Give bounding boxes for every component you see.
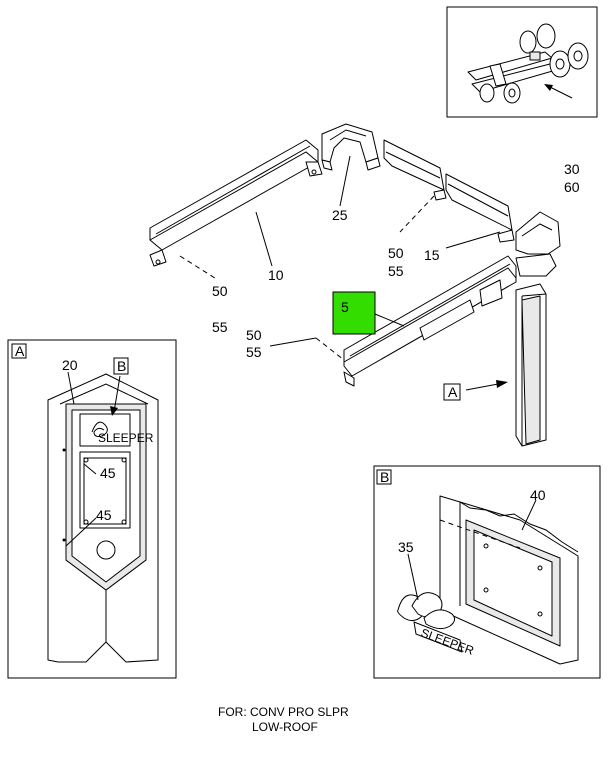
- callout-45-lower[interactable]: 45: [96, 507, 112, 523]
- callout-5[interactable]: 5: [341, 299, 349, 315]
- leader-50-55-left: [179, 255, 219, 281]
- callout-30[interactable]: 30: [564, 161, 580, 177]
- callout-25[interactable]: 25: [332, 207, 348, 223]
- callout-40[interactable]: 40: [530, 487, 546, 503]
- leader-25: [339, 155, 351, 207]
- view-b-ref[interactable]: B: [117, 358, 126, 374]
- callout-35[interactable]: 35: [398, 539, 414, 555]
- detail-view-b: SLEEPER: [373, 465, 601, 679]
- leader-50-55-front: [269, 337, 317, 347]
- callout-55-front[interactable]: 55: [246, 344, 262, 360]
- main-trim-assembly: [149, 123, 561, 447]
- callout-50-left[interactable]: 50: [212, 283, 228, 299]
- leader-view-a: [465, 383, 499, 391]
- callout-50-front[interactable]: 50: [246, 327, 262, 343]
- callout-20[interactable]: 20: [62, 357, 78, 373]
- view-b-ref-box: [113, 357, 129, 375]
- leader-5: [374, 313, 405, 327]
- leader-10: [255, 211, 273, 267]
- highlight-callout-5[interactable]: [332, 291, 376, 335]
- view-b-tag-box: [376, 469, 392, 485]
- caption-line-2: LOW-ROOF: [252, 720, 318, 734]
- callout-55-mid[interactable]: 55: [388, 263, 404, 279]
- view-b-tag: B: [380, 469, 389, 485]
- detail-view-a: SLEEPER: [7, 339, 177, 679]
- callout-10[interactable]: 10: [268, 267, 284, 283]
- callout-15[interactable]: 15: [424, 247, 440, 263]
- leader-50-55-mid: [399, 195, 435, 233]
- view-a-tag-box: [11, 343, 27, 359]
- view-a-ref-box: [443, 383, 461, 401]
- callout-50-mid[interactable]: 50: [388, 245, 404, 261]
- leader-15: [445, 231, 501, 249]
- view-a-ref[interactable]: A: [448, 384, 458, 400]
- view-a-tag: A: [15, 343, 25, 359]
- callout-60[interactable]: 60: [564, 179, 580, 195]
- logo-plate-lettering: SLEEPER: [98, 431, 154, 445]
- caption-line-1: FOR: CONV PRO SLPR: [218, 705, 349, 719]
- truck-locator-inset: [446, 6, 598, 118]
- leader-50-55-front-hidden: [315, 337, 345, 361]
- callout-45-upper[interactable]: 45: [100, 465, 116, 481]
- callout-55-left[interactable]: 55: [212, 319, 228, 335]
